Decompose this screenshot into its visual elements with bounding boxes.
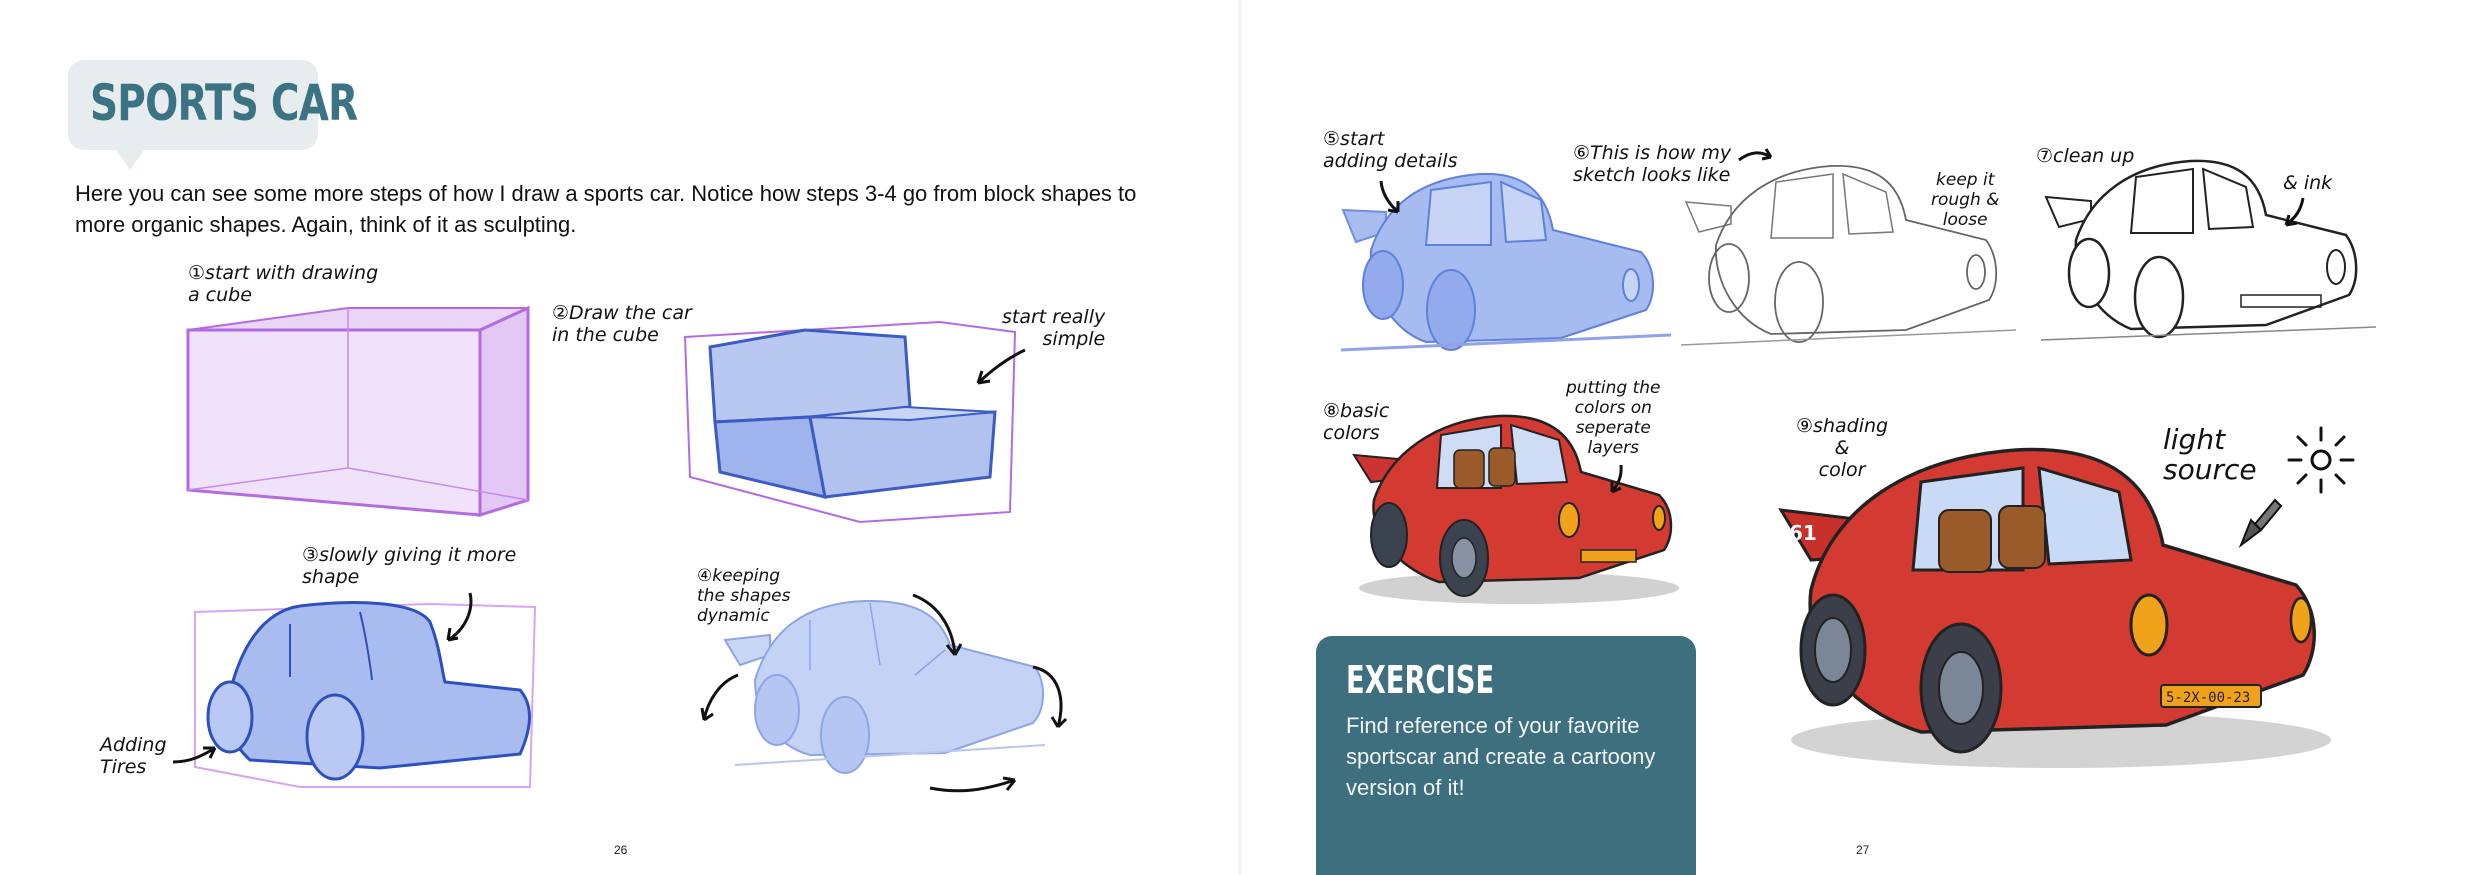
arrow-icon bbox=[976, 348, 1026, 385]
step9-shaded-car: 5-2X-00-23 61 bbox=[1778, 447, 2331, 768]
step2-block-car-drawing bbox=[683, 320, 1017, 524]
title-speech-bubble: SPORTS CAR bbox=[68, 60, 358, 170]
step7-note: & ink bbox=[2283, 172, 2333, 194]
arrow-icon bbox=[1610, 464, 1623, 494]
page-title: SPORTS CAR bbox=[90, 74, 358, 132]
step1-cube-drawing bbox=[186, 305, 530, 518]
step5-detail-car-drawing bbox=[1341, 172, 1672, 352]
arrow-icon bbox=[929, 776, 1017, 793]
pointer-arrow-icon bbox=[2238, 498, 2283, 548]
step6-sketch-car-drawing bbox=[1681, 165, 2017, 346]
step9-label: ⑨shading & color bbox=[1796, 415, 1889, 481]
step2-label: ②Draw the car in the cube bbox=[552, 302, 692, 346]
step7-label: ⑦clean up bbox=[2036, 145, 2135, 167]
step7-inked-car-drawing bbox=[2041, 159, 2377, 341]
arrow-icon bbox=[700, 673, 739, 722]
step6-label: ⑥This is how my sketch looks like bbox=[1573, 142, 1732, 186]
step2-note: start really simple bbox=[1002, 306, 1106, 350]
step8-basic-colors-car bbox=[1352, 414, 1679, 604]
step8-note: putting the colors on seperate layers bbox=[1566, 378, 1661, 458]
exercise-box: EXERCISE Find reference of your favorite… bbox=[1316, 636, 1696, 875]
step3-shaped-car-drawing bbox=[194, 601, 537, 788]
step3-tires-note: Adding Tires bbox=[100, 734, 167, 778]
light-source-label: light source bbox=[2163, 423, 2257, 486]
page-number: 27 bbox=[1856, 843, 1870, 857]
exercise-title: EXERCISE bbox=[1346, 658, 1495, 702]
license-plate-text: 5-2X-00-23 bbox=[2166, 690, 2250, 706]
step5-label: ⑤start adding details bbox=[1323, 128, 1458, 172]
step1-label: ①start with drawing a cube bbox=[188, 262, 379, 306]
step4-label: ④keeping the shapes dynamic bbox=[697, 566, 791, 626]
step3-label: ③slowly giving it more shape bbox=[302, 544, 517, 588]
right-page: ⑤start adding details ⑥This is how my sk… bbox=[1241, 0, 2481, 875]
intro-paragraph: Here you can see some more steps of how … bbox=[75, 181, 1137, 237]
arrow-icon bbox=[172, 746, 217, 764]
left-page: SPORTS CAR Here you can see some more st… bbox=[0, 0, 1240, 875]
step4-dynamic-car-drawing bbox=[723, 599, 1046, 774]
arrow-icon bbox=[912, 593, 963, 656]
exercise-text: Find reference of your favorite sportsca… bbox=[1346, 713, 1656, 800]
sun-icon bbox=[2287, 426, 2355, 494]
step6-note: keep it rough & loose bbox=[1931, 170, 2000, 230]
arrow-icon bbox=[1032, 665, 1068, 729]
page-number: 26 bbox=[614, 843, 628, 857]
arrow-icon bbox=[1379, 180, 1400, 214]
arrow-icon bbox=[446, 592, 473, 642]
car-number-text: 61 bbox=[1789, 521, 1817, 545]
arrow-icon bbox=[1738, 148, 1773, 162]
book-gutter bbox=[1238, 0, 1242, 875]
arrow-icon bbox=[2284, 197, 2305, 227]
step8-label: ⑧basic colors bbox=[1323, 400, 1390, 444]
